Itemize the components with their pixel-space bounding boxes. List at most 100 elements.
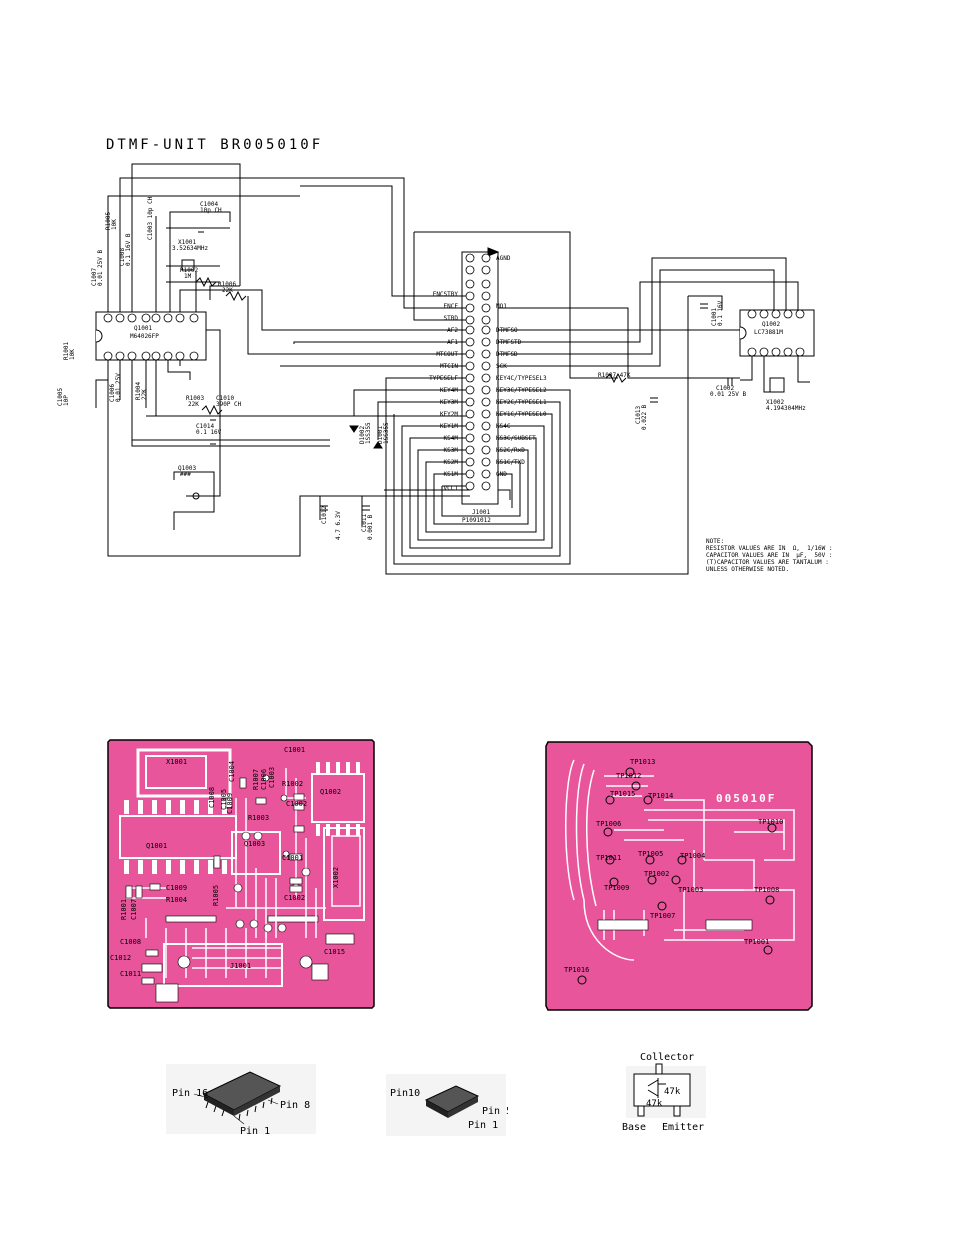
svg-text:X1001: X1001 — [178, 239, 196, 246]
svg-text:KS2M: KS2M — [444, 459, 459, 466]
svg-text:X1001: X1001 — [166, 758, 187, 766]
svg-text:TP1012: TP1012 — [616, 772, 641, 780]
ic-q1002-ref: Q1002 — [762, 321, 780, 328]
svg-text:TP1004: TP1004 — [680, 852, 705, 860]
svg-text:22K: 22K — [141, 389, 148, 400]
svg-text:VCC1: VCC1 — [444, 485, 459, 492]
svg-text:C1003: C1003 — [268, 767, 276, 788]
svg-text:C1005: C1005 — [220, 789, 228, 810]
svg-text:R1005: R1005 — [212, 885, 220, 906]
connector-part: P1091012 — [462, 517, 491, 524]
connector-ref: J1001 — [472, 509, 490, 516]
svg-text:Q1002: Q1002 — [320, 788, 341, 796]
svg-text:Q1003: Q1003 — [244, 840, 265, 848]
svg-text:C1014: C1014 — [196, 423, 214, 430]
svg-text:R1007: R1007 — [252, 769, 260, 790]
pcb-back-side: 005010F TP1013 TP1012 TP1015 TP1014 TP10… — [545, 741, 813, 1011]
svg-text:R1005: R1005 — [105, 212, 112, 230]
svg-text:C1011: C1011 — [361, 514, 368, 532]
svg-text:Pin 1: Pin 1 — [468, 1120, 498, 1131]
svg-text:4.194304MHz: 4.194304MHz — [766, 405, 806, 412]
svg-text:R1004: R1004 — [135, 382, 142, 400]
svg-text:TYPESELF: TYPESELF — [429, 375, 458, 382]
svg-text:C1010: C1010 — [216, 395, 234, 402]
svg-text:AF2: AF2 — [447, 327, 458, 334]
package-transistor: Collector Base Emitter 47k 47k — [622, 1052, 706, 1133]
svg-text:R1006: R1006 — [218, 281, 236, 288]
svg-text:KS3M: KS3M — [444, 447, 459, 454]
svg-text:C1004: C1004 — [228, 761, 236, 782]
svg-text:STBD: STBD — [444, 315, 459, 322]
svg-text:C1003 10p CH: C1003 10p CH — [147, 196, 154, 240]
svg-text:C1006: C1006 — [109, 384, 116, 402]
svg-text:C1007: C1007 — [130, 899, 138, 920]
svg-text:390P CH: 390P CH — [216, 401, 242, 408]
svg-text:C1015: C1015 — [324, 948, 345, 956]
svg-text:C1006: C1006 — [260, 769, 268, 790]
svg-text:C1001: C1001 — [284, 746, 305, 754]
svg-text:TP1008: TP1008 — [754, 886, 779, 894]
svg-text:10K: 10K — [69, 349, 76, 360]
svg-text:TP1010: TP1010 — [758, 818, 783, 826]
svg-text:1SS355: 1SS355 — [383, 422, 390, 444]
svg-text:MTCOUT: MTCOUT — [436, 351, 458, 358]
svg-text:0.01 25V B: 0.01 25V B — [97, 249, 104, 286]
svg-text:MTCIN: MTCIN — [440, 363, 458, 370]
svg-text:C1002: C1002 — [284, 894, 305, 902]
svg-text:C1005: C1005 — [57, 388, 64, 406]
svg-text:MO1: MO1 — [496, 303, 507, 310]
schematic-title: DTMF-UNIT BR005010F — [106, 137, 324, 153]
svg-text:D1002: D1002 — [359, 426, 366, 444]
svg-text:KS4M: KS4M — [444, 435, 459, 442]
schematic-diagram: Q1001 M64026FP Q1002 LC73881M Q1003 ### … — [57, 163, 815, 575]
svg-text:0.1 16V: 0.1 16V — [196, 429, 222, 436]
svg-text:D1001: D1001 — [377, 426, 384, 444]
ic-q1002-part: LC73881M — [754, 329, 783, 336]
svg-text:X1002: X1002 — [332, 867, 340, 888]
svg-text:DTMFSO: DTMFSO — [496, 327, 518, 334]
ic-q1001-part: M64026FP — [130, 333, 159, 340]
svg-text:22K: 22K — [222, 287, 233, 294]
svg-text:TP1001: TP1001 — [744, 938, 769, 946]
svg-text:Base: Base — [622, 1122, 646, 1133]
svg-text:TP1014: TP1014 — [648, 792, 673, 800]
svg-text:TP1006: TP1006 — [596, 820, 621, 828]
svg-text:TP1007: TP1007 — [650, 912, 675, 920]
svg-text:3.52634MHz: 3.52634MHz — [172, 245, 209, 252]
svg-text:10K: 10K — [111, 219, 118, 230]
svg-text:47k: 47k — [664, 1087, 681, 1097]
svg-text:R1002: R1002 — [180, 267, 198, 274]
svg-text:005010F: 005010F — [716, 792, 776, 805]
svg-text:KEY1M: KEY1M — [440, 423, 458, 430]
svg-text:C1001: C1001 — [282, 854, 303, 862]
svg-text:C1013: C1013 — [635, 406, 642, 424]
svg-text:C1012: C1012 — [321, 506, 328, 524]
svg-text:C1007: C1007 — [91, 268, 98, 286]
svg-text:KEY2M: KEY2M — [440, 411, 458, 418]
svg-text:22K: 22K — [188, 401, 199, 408]
svg-text:R1003: R1003 — [186, 395, 204, 402]
svg-text:ENCSTBY: ENCSTBY — [433, 291, 459, 298]
svg-text:TP1013: TP1013 — [630, 758, 655, 766]
svg-text:R1002: R1002 — [282, 780, 303, 788]
svg-text:Pin 5: Pin 5 — [482, 1106, 508, 1117]
svg-text:KS4C: KS4C — [496, 423, 511, 430]
svg-text:0.001 B: 0.001 B — [367, 514, 374, 540]
svg-text:0.1 16V B: 0.1 16V B — [125, 233, 132, 266]
svg-text:C1002: C1002 — [286, 800, 307, 808]
package-10pin: Pin10 Pin 5 Pin 1 — [386, 1074, 508, 1136]
svg-text:KS2C/RxD: KS2C/RxD — [496, 447, 525, 454]
pcb-front-side: X1001 C1004 R1007 C1006 C1001 Q1002 C100… — [107, 739, 375, 1009]
svg-text:1M: 1M — [184, 273, 192, 280]
svg-text:KEY3M: KEY3M — [440, 399, 458, 406]
svg-text:TP1005: TP1005 — [638, 850, 663, 858]
crystal-x1001 — [181, 259, 195, 271]
svg-text:DTMFSTD: DTMFSTD — [496, 339, 522, 346]
svg-text:TP1015: TP1015 — [610, 790, 635, 798]
svg-text:4.7 6.3V: 4.7 6.3V — [335, 511, 342, 540]
svg-text:1SS355: 1SS355 — [365, 422, 372, 444]
svg-text:0.01 25V B: 0.01 25V B — [710, 391, 747, 398]
svg-text:R1003: R1003 — [248, 814, 269, 822]
svg-text:R1004: R1004 — [166, 896, 187, 904]
svg-text:TP1016: TP1016 — [564, 966, 589, 974]
